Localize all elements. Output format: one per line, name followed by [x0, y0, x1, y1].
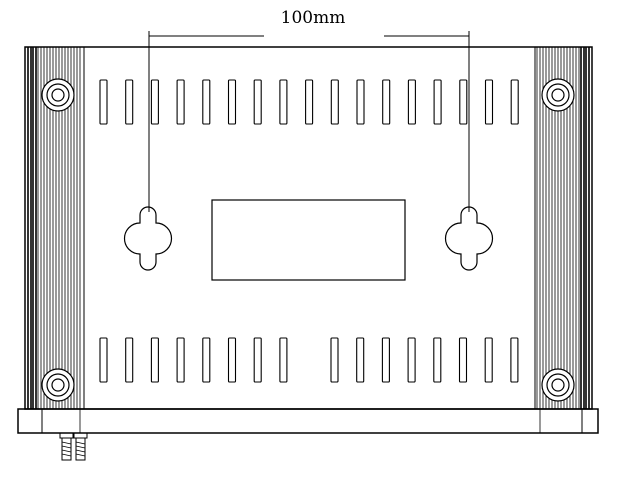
- corner-screws: [41, 78, 575, 402]
- dimension-annotation: 100mm: [148, 8, 470, 41]
- vent-slot: [484, 79, 494, 125]
- vent-slot: [176, 337, 185, 383]
- keyhole-mount-right: [444, 206, 494, 271]
- vent-slot: [176, 79, 185, 125]
- vent-slot: [459, 79, 468, 125]
- vent-slot: [433, 79, 442, 125]
- vent-slot: [202, 79, 211, 125]
- vent-slot: [253, 79, 262, 125]
- heatsink-fins-left: [27, 47, 81, 409]
- vent-slot: [279, 337, 288, 383]
- vent-slot: [356, 337, 365, 383]
- vent-slot: [484, 337, 493, 383]
- antenna-connectors: [59, 432, 88, 461]
- vent-slot: [381, 337, 390, 383]
- vent-slot: [253, 337, 262, 383]
- vent-slot: [330, 79, 339, 125]
- vent-slot: [458, 337, 468, 383]
- screw-icon: [41, 368, 75, 402]
- keyhole-mount-left: [123, 206, 173, 271]
- vent-slot: [330, 337, 339, 383]
- screw-icon: [541, 78, 575, 112]
- vent-slot: [99, 337, 108, 383]
- vent-slot: [305, 79, 314, 125]
- chassis-outline: [24, 46, 593, 410]
- vent-slot: [433, 337, 442, 383]
- vent-slot: [150, 337, 159, 383]
- vent-row-bottom: [99, 337, 519, 383]
- label-window: [211, 199, 406, 281]
- base-plate: [17, 408, 599, 434]
- vent-slot: [227, 337, 237, 383]
- vent-slot: [125, 337, 134, 383]
- vent-slot: [356, 79, 365, 125]
- vent-slot: [125, 79, 134, 125]
- vent-slot: [382, 79, 391, 125]
- vent-slot: [150, 79, 159, 125]
- vent-row-top: [99, 79, 519, 125]
- connector-left: [59, 432, 74, 461]
- vent-slot: [510, 79, 519, 125]
- dimension-label: 100mm: [281, 8, 346, 28]
- screw-icon: [541, 368, 575, 402]
- vent-slot: [202, 337, 211, 383]
- vent-slot: [99, 79, 108, 125]
- screw-icon: [41, 78, 75, 112]
- heatsink-fins-right: [536, 47, 590, 409]
- vent-slot: [279, 79, 288, 125]
- vent-slot: [510, 337, 519, 383]
- vent-slot: [407, 79, 416, 125]
- vent-slot: [227, 79, 237, 125]
- vent-slot: [407, 337, 416, 383]
- connector-right: [73, 432, 88, 461]
